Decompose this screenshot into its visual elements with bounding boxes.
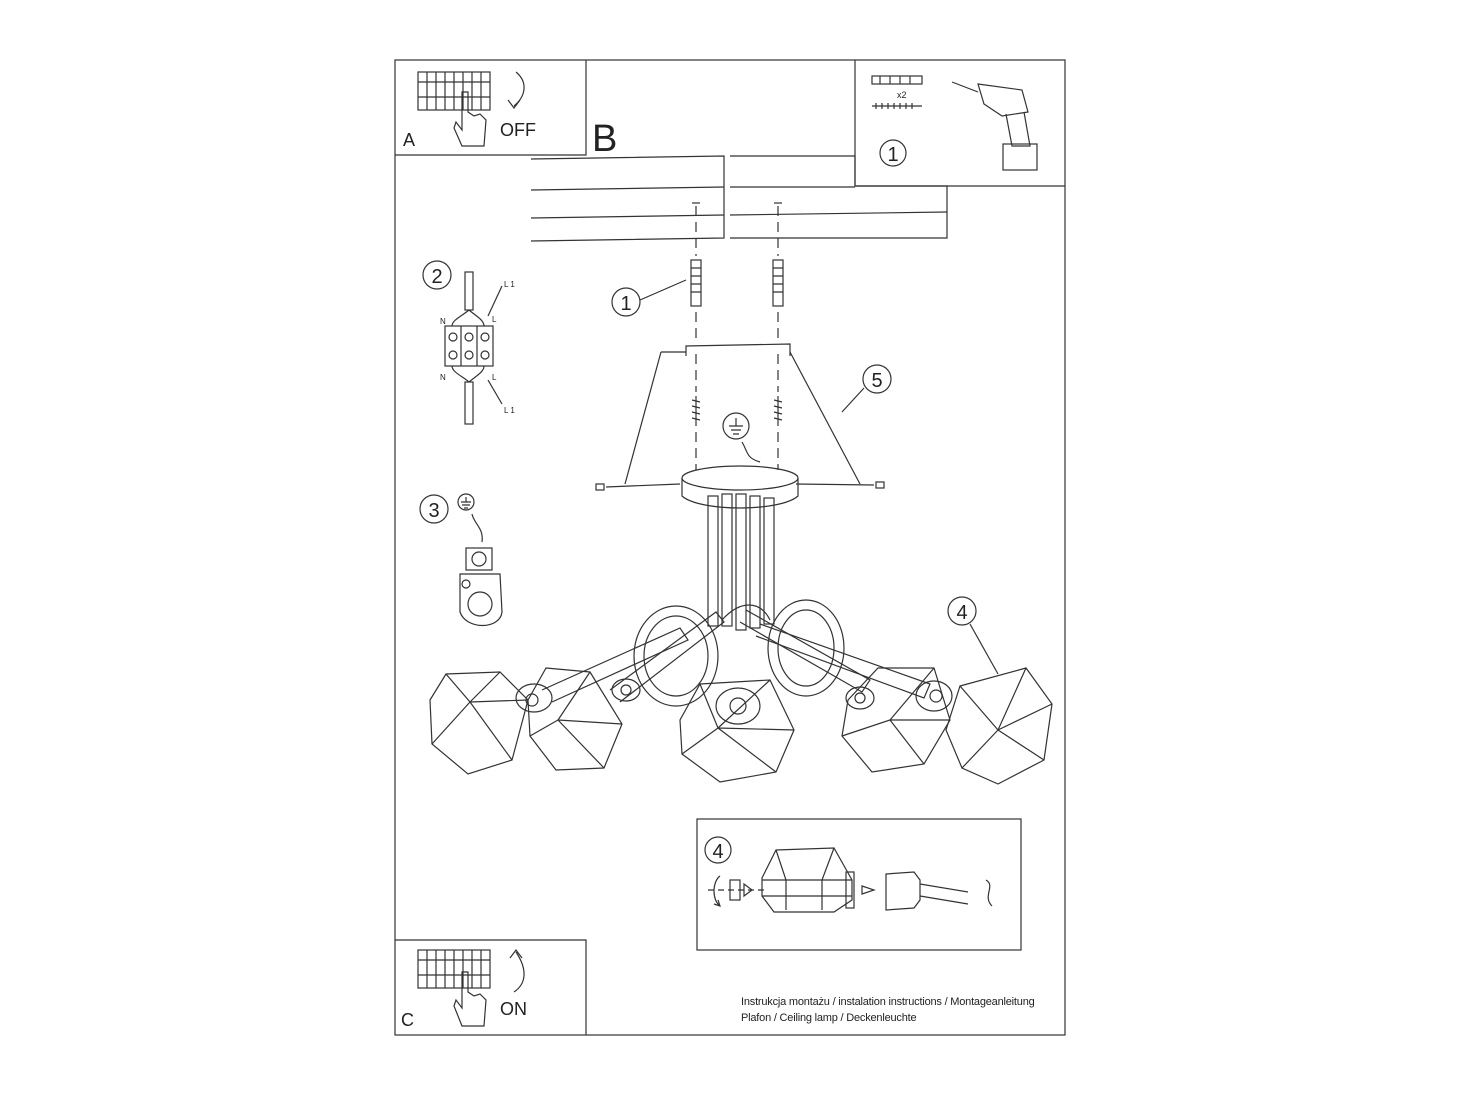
drill-icon — [951, 81, 1038, 171]
dowel-pair — [690, 259, 784, 307]
wall-plug-icon — [871, 75, 923, 85]
ground-terminal-icon — [459, 547, 503, 626]
screw-icon — [872, 103, 922, 109]
screw-pair — [691, 396, 783, 426]
breaker-box-icon — [417, 71, 491, 111]
hand-icon-on — [453, 971, 487, 1027]
step-1-leader — [639, 279, 687, 301]
tools-step-circle — [879, 139, 907, 167]
side-screw-right — [795, 483, 875, 486]
hand-icon — [453, 91, 487, 147]
cage-shade-5 — [945, 667, 1053, 785]
caption-line-1: Instrukcja montażu / instalation instruc… — [741, 996, 1035, 1008]
step-5-leader — [841, 387, 865, 413]
lamp-hub — [681, 465, 799, 631]
mounting-bracket — [685, 343, 791, 356]
canopy-left-edge — [624, 351, 662, 485]
ground-symbol-small-icon — [457, 493, 475, 511]
step-2-circle — [422, 260, 452, 290]
inset-step-number: 4 — [712, 841, 723, 863]
step-4-leader — [969, 623, 999, 675]
cage-shade-2 — [527, 667, 623, 771]
arrow-up-icon — [509, 949, 525, 993]
panel-b-letter: B — [592, 118, 617, 160]
ground-wire-small — [471, 513, 483, 543]
lamp-arms — [541, 599, 931, 707]
tools-panel: x2 1 — [854, 60, 1065, 187]
l1-bottom-label: L 1 — [504, 406, 515, 415]
page-frame — [394, 59, 1066, 1036]
l-top-label: L — [492, 315, 497, 324]
cage-shades — [429, 667, 1053, 785]
step-3-circle — [419, 494, 449, 524]
step-4-circle — [947, 596, 977, 626]
install-guides — [695, 206, 779, 470]
quantity-label: x2 — [897, 90, 907, 100]
l-bottom-label: L — [492, 373, 497, 382]
cage-shade-1 — [429, 671, 529, 775]
caption: Instrukcja montażu / instalation instruc… — [741, 994, 1035, 1026]
ceiling — [530, 155, 948, 242]
n-bottom-label: N — [440, 373, 446, 382]
side-screw-left — [605, 483, 681, 488]
off-label: OFF — [500, 120, 536, 140]
l1-top-label: L 1 — [504, 280, 515, 289]
step-5-circle — [862, 364, 892, 394]
terminal-block-icon — [444, 271, 503, 425]
on-label: ON — [500, 999, 527, 1019]
ground-wire — [741, 441, 761, 463]
ground-symbol-icon — [722, 412, 750, 440]
step-1-number: 1 — [620, 293, 631, 315]
step-1-circle — [611, 287, 641, 317]
cage-shade-3 — [679, 679, 795, 783]
panel-a-letter: A — [403, 130, 415, 150]
canopy-right-edge — [789, 351, 861, 485]
panel-c: C ON — [395, 939, 587, 1035]
panel-a: A OFF — [395, 60, 587, 156]
tools-step-number: 1 — [887, 144, 898, 166]
arrow-down-icon — [507, 71, 525, 109]
breaker-box-icon-on — [417, 949, 491, 989]
inset-shade-assembly — [696, 818, 1022, 951]
step-3-number: 3 — [428, 500, 439, 522]
step-4-number: 4 — [956, 602, 967, 624]
step-5-number: 5 — [871, 370, 882, 392]
panel-c-letter: C — [401, 1010, 414, 1030]
caption-line-2: Plafon / Ceiling lamp / Deckenleuchte — [741, 1012, 917, 1024]
cage-shade-4 — [841, 667, 951, 773]
n-top-label: N — [440, 317, 446, 326]
step-2-number: 2 — [431, 266, 442, 288]
